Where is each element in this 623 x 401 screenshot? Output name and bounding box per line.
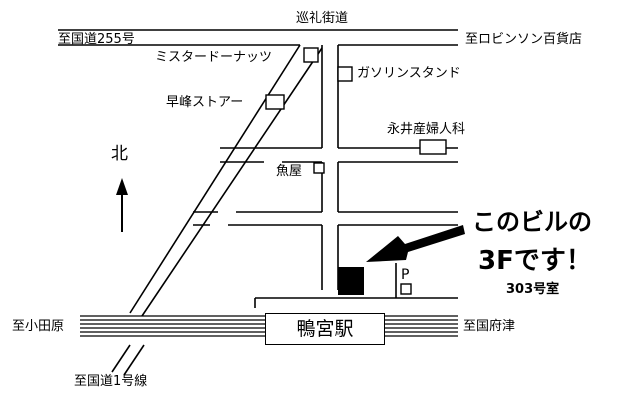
label-misterdonut: ミスタードーナッツ: [155, 50, 273, 65]
label-top-street: 巡礼街道: [296, 11, 349, 26]
station-box: 鴨宮駅: [265, 313, 385, 345]
label-waseda-store: 早峰ストアー: [166, 95, 244, 110]
waseda-store-marker: [265, 94, 285, 110]
label-to-robinson: 至ロビンソン百貨店: [465, 32, 583, 47]
callout-pointer: [366, 225, 465, 262]
station-name: 鴨宮駅: [296, 318, 354, 340]
north-arrow-icon: [116, 178, 128, 195]
callout-line2: 3Fです！: [478, 246, 592, 276]
gas-station-marker: [337, 66, 353, 82]
label-route-255: 至国道255号: [58, 32, 135, 47]
parking-marker: [400, 283, 412, 295]
target-building: [338, 267, 364, 295]
label-gas-station: ガソリンスタンド: [357, 66, 461, 81]
label-to-odawara: 至小田原: [12, 319, 65, 334]
label-nagai-clinic: 永井産婦人科: [387, 122, 466, 137]
label-uoya: 魚屋: [276, 164, 303, 179]
callout-line1: このビルの: [472, 208, 592, 236]
label-route-1: 至国道1号線: [74, 374, 148, 389]
label-to-kozu: 至国府津: [463, 319, 516, 334]
label-compass: 北: [111, 144, 128, 164]
label-parking: P: [401, 267, 410, 283]
uoya-marker: [313, 162, 325, 174]
misterdonut-marker: [303, 47, 319, 63]
callout-room: 303号室: [506, 282, 560, 297]
nagai-clinic-marker: [419, 139, 447, 155]
